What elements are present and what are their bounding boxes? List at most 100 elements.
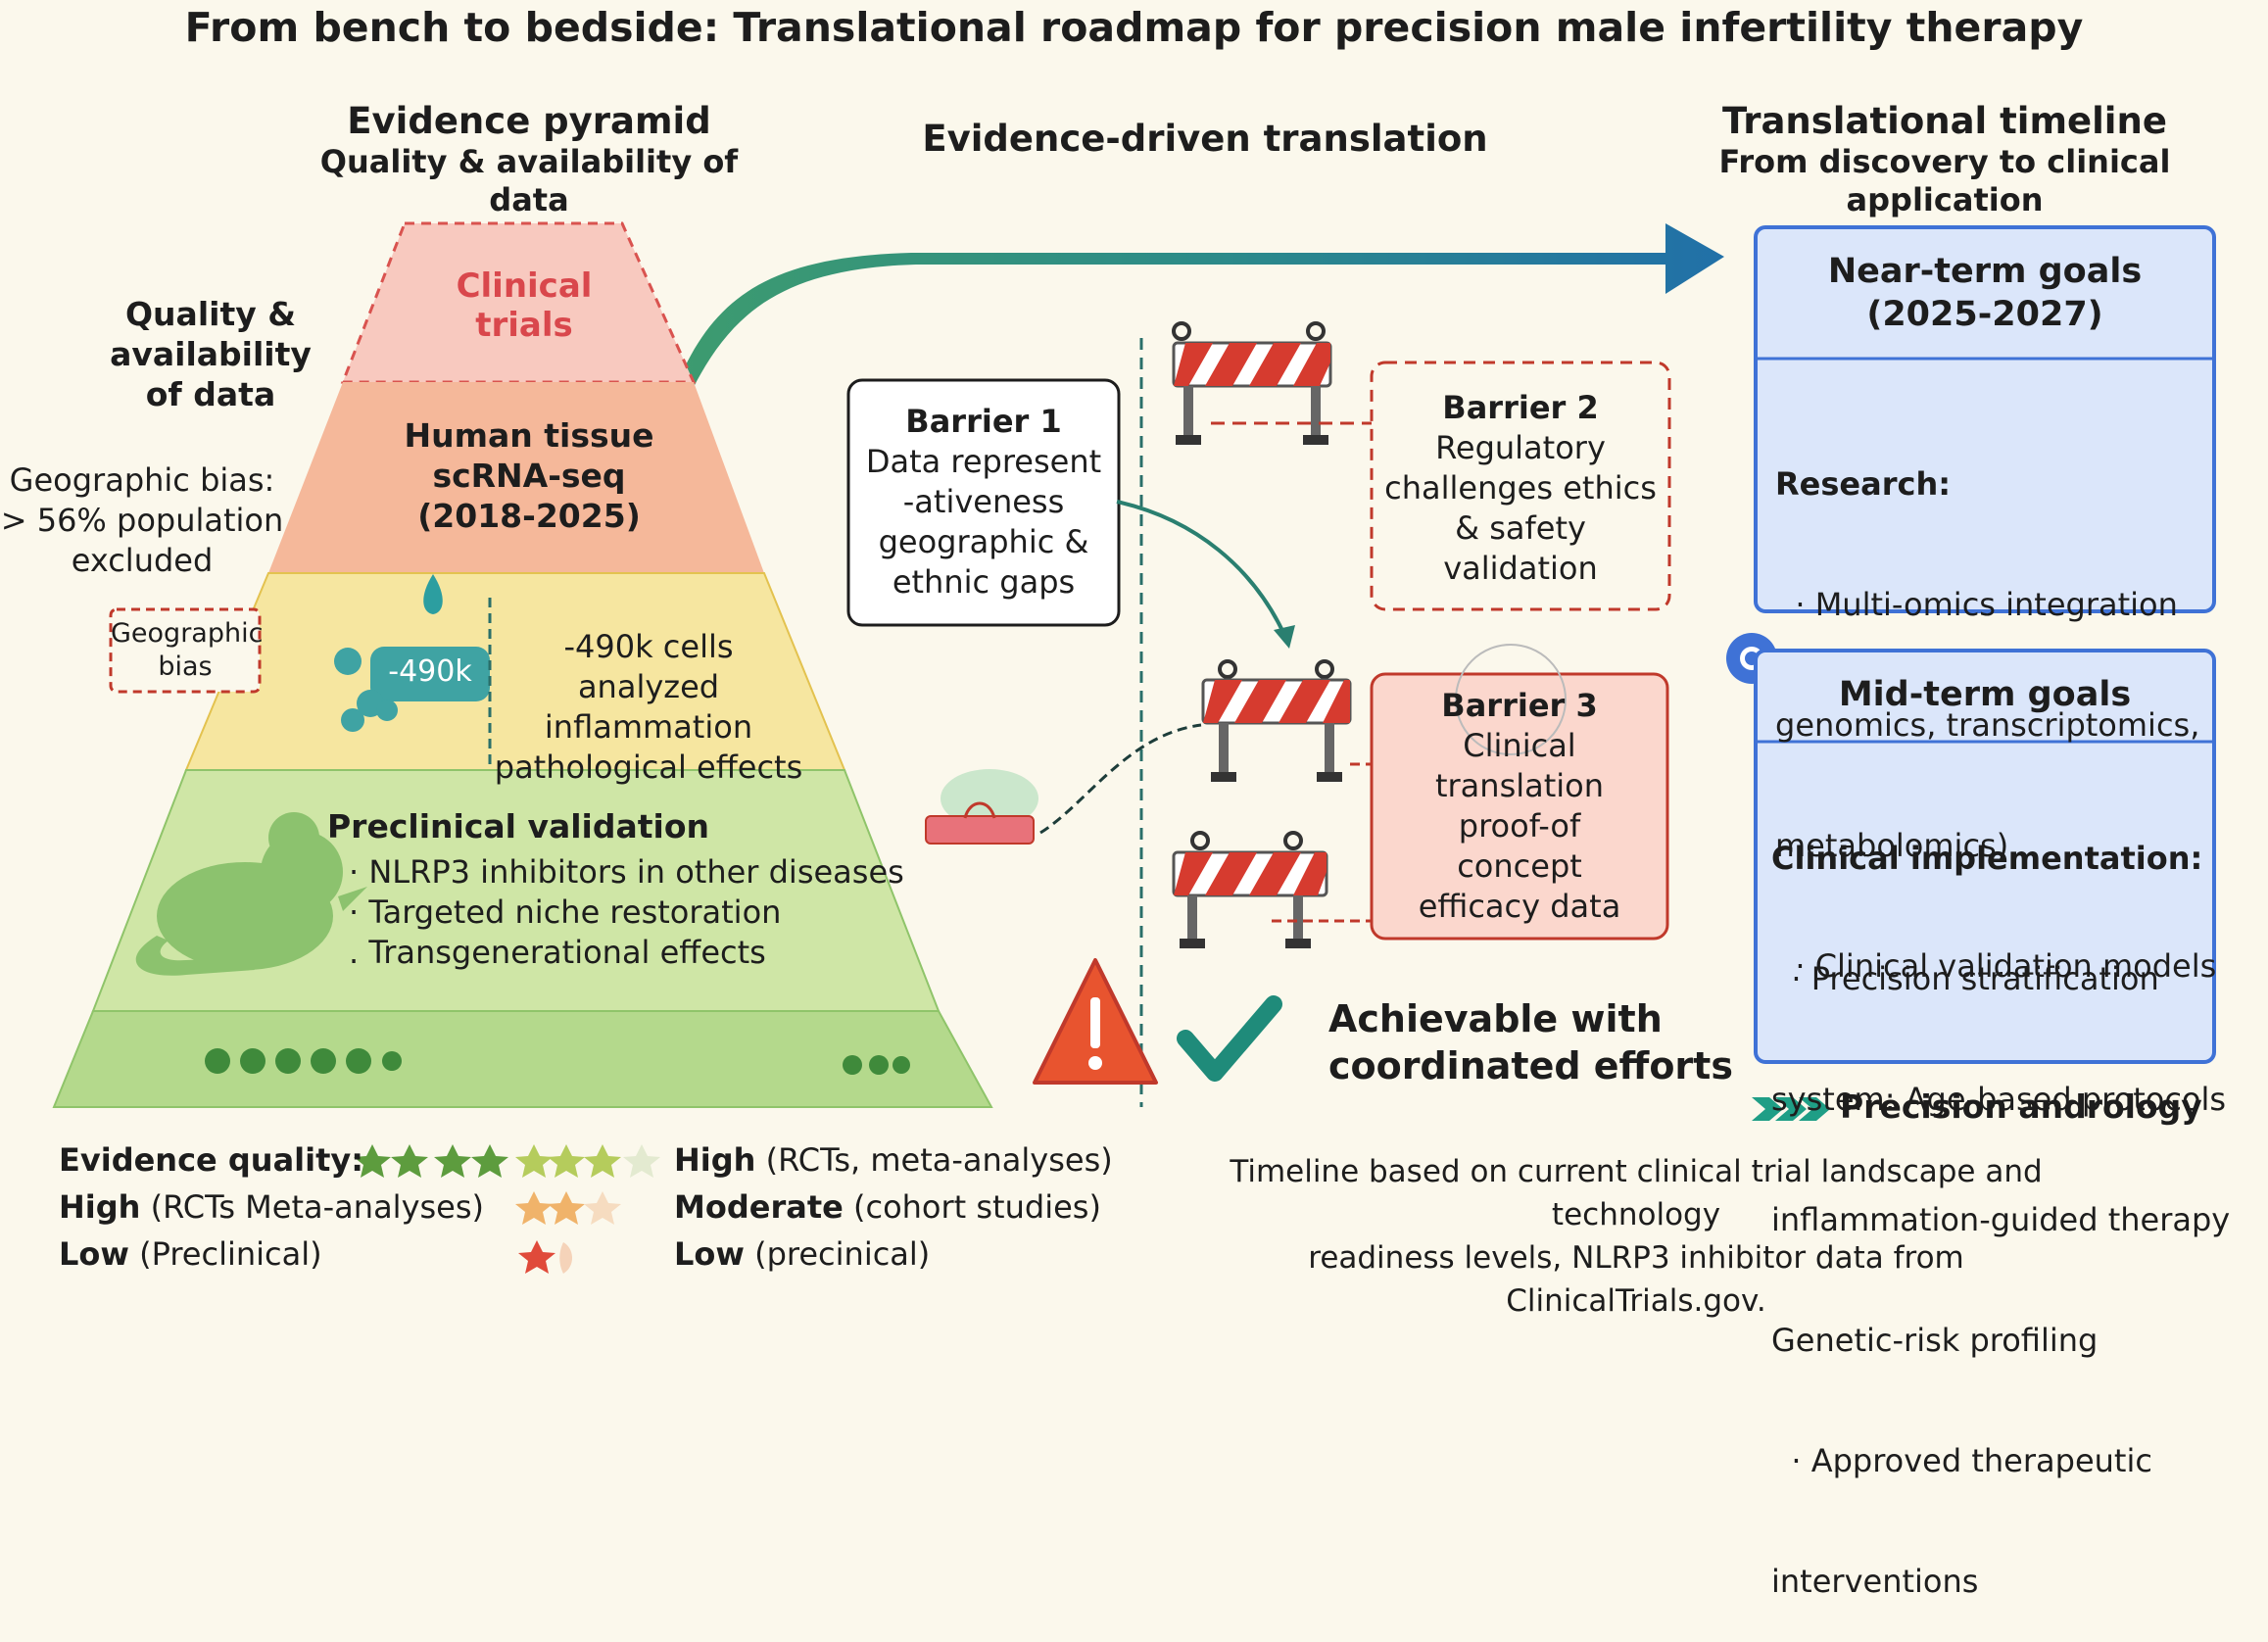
achievable-line: coordinated efforts: [1328, 1044, 1733, 1087]
geographic-bias-note: Geographic bias: > 56% population exclud…: [0, 460, 284, 581]
mid-term-line: system: Age-based protocols: [1771, 1081, 2227, 1118]
mid-term-section-title: Clinical implementation:: [1771, 840, 2203, 877]
barrier-1-line: -ativeness: [902, 483, 1065, 520]
legend-text: (RCTs, meta-analyses): [755, 1141, 1113, 1179]
star-icon-row-lightgreen: [515, 1144, 660, 1178]
preclinical-item: · NLRP3 inhibitors in other diseases: [349, 853, 904, 891]
sprout-row-left: [205, 1048, 402, 1074]
near-term-line: · Clinical validation models: [1775, 947, 2217, 985]
barrier-2-line: validation: [1443, 550, 1598, 587]
mid-term-goals-title: Mid-term goals: [1838, 675, 2132, 714]
legend-bold: Moderate: [674, 1188, 844, 1226]
barrier-1-line: ethnic gaps: [892, 563, 1076, 601]
legend-high-right: High (RCTs, meta-analyses): [674, 1136, 1113, 1183]
mid-term-line: interventions: [1771, 1563, 1979, 1600]
achievable-label: Achievable with coordinated efforts: [1328, 995, 1733, 1089]
cells-badge: -490k: [388, 654, 472, 689]
human-tissue-line: scRNA-seq: [432, 457, 626, 495]
timeline-header-subtitle: From discovery to clinical application: [1718, 143, 2171, 218]
near-term-section-title: Research:: [1775, 465, 1952, 503]
quality-side-label: Quality & availability of data: [98, 294, 323, 414]
clinical-trials-label: Clinical trials: [402, 266, 647, 345]
barrier-3: Barrier 3 Clinical translation proof-of …: [1372, 686, 1667, 927]
timeline-footnote: Timeline based on current clinical trial…: [1176, 1150, 2097, 1323]
geographic-bias-note-line: excluded: [71, 542, 214, 579]
pyramid-layer-base: [52, 1010, 993, 1108]
barricade-icon-1: [1172, 321, 1332, 445]
near-term-line: · Multi-omics integration: [1775, 586, 2178, 623]
barrier-2-line: Regulatory: [1435, 429, 1606, 466]
near-term-goals-box: [1754, 225, 2216, 613]
near-term-goals-title-line: (2025-2027): [1866, 294, 2103, 334]
barrier-3-line: proof-of: [1458, 807, 1581, 845]
star-icon-row-orange: [515, 1191, 621, 1225]
legend-bold: Low: [59, 1235, 129, 1273]
legend-high-left: High (RCTs Meta-analyses): [59, 1183, 484, 1231]
precision-andrology-label: Precision andrology: [1840, 1087, 2202, 1126]
geographic-bias-box-label: Geographic bias: [111, 617, 264, 684]
barricade-icon-3: [1172, 831, 1328, 948]
main-title: From bench to bedside: Translational roa…: [184, 4, 2084, 51]
barrier-3-title: Barrier 3: [1441, 687, 1598, 724]
barrier-3-line: translation: [1434, 767, 1605, 804]
cells-analyzed-line: -490k cells analyzed: [563, 628, 734, 705]
barrier-1-line: Data represent: [865, 443, 1102, 480]
sprout-row-right: [843, 1055, 910, 1075]
cells-analyzed-label: -490k cells analyzed inflammation pathol…: [492, 627, 805, 788]
cells-analyzed-line: inflammation: [544, 708, 753, 746]
chevrons-icon: [1752, 1097, 1830, 1121]
star-icon-row-green: [354, 1144, 508, 1178]
near-term-goals-title-line: Near-term goals: [1827, 252, 2143, 291]
pyramid-header-subtitle: Quality & availability of data: [319, 143, 739, 218]
clinical-trials-line: Clinical: [456, 266, 593, 306]
barrier-1-line: geographic &: [878, 523, 1089, 560]
cell-icon: [334, 647, 490, 732]
legend-text: (precinical): [744, 1235, 931, 1273]
barrier-2-title: Barrier 2: [1442, 389, 1599, 426]
mid-term-line: inflammation-guided therapy: [1771, 1201, 2231, 1238]
mid-term-line: Genetic-risk profiling: [1771, 1322, 2099, 1359]
pyramid-header-title: Evidence pyramid: [347, 100, 711, 142]
footnote-line: Timeline based on current clinical trial…: [1230, 1154, 2043, 1232]
barrier-2-box: [1370, 361, 1671, 611]
footnote-line: readiness levels, NLRP3 inhibitor data f…: [1308, 1240, 1964, 1319]
barrier-2-line: & safety: [1455, 509, 1586, 547]
timeline-header-title: Translational timeline: [1722, 100, 2167, 142]
tag-icon: [925, 769, 1038, 845]
barrier-3-line: Clinical: [1463, 727, 1576, 764]
legend-text: (Preclinical): [128, 1235, 322, 1273]
cells-analyzed-line: pathological effects: [494, 749, 803, 786]
human-tissue-line: (2018-2025): [417, 497, 641, 535]
preclinical-item: · Targeted niche restoration: [349, 893, 782, 931]
pyramid-header: Evidence pyramid Quality & availability …: [284, 100, 774, 218]
quality-side-label-line: availability: [110, 335, 312, 373]
achievable-line: Achievable with: [1328, 997, 1663, 1040]
translation-arrow: [678, 223, 1724, 387]
legend-bold: Low: [674, 1235, 745, 1273]
near-term-goals-body: Research: · Multi-omics integration geno…: [1775, 384, 2217, 1027]
mid-term-line: · Precision stratification: [1771, 960, 2159, 997]
human-tissue-label: Human tissue scRNA-seq (2018-2025): [333, 415, 725, 536]
legend-text: (RCTs Meta-analyses): [140, 1188, 485, 1226]
near-term-line: metabolomics): [1775, 827, 2009, 864]
quality-side-label-line: of data: [145, 375, 276, 413]
barrier-2-line: challenges ethics: [1384, 469, 1657, 507]
pyramid-layer-human: [268, 382, 764, 573]
barrier-1: Barrier 1 Data represent -ativeness geog…: [848, 402, 1119, 603]
barrier-2: Barrier 2 Regulatory challenges ethics &…: [1372, 388, 1669, 589]
legend-bold: High: [674, 1141, 756, 1179]
legend-moderate: Moderate (cohort studies): [674, 1183, 1101, 1231]
geographic-bias-box-line: Geographic: [111, 618, 264, 649]
barrier-3-line: concept: [1457, 847, 1582, 885]
mouse-icon: [135, 812, 367, 976]
checkmark-icon: [1177, 995, 1282, 1082]
geographic-bias-box: [109, 607, 262, 694]
evidence-quality-label: Evidence quality:: [59, 1141, 364, 1179]
star-icon-row-red: [518, 1240, 573, 1274]
mid-term-line: · Approved therapeutic: [1771, 1442, 2152, 1479]
mid-term-goals-box: [1754, 649, 2216, 1064]
geographic-bias-note-line: Geographic bias:: [9, 461, 275, 499]
legend-bold: High: [59, 1188, 141, 1226]
legend-low-left: Low (Preclinical): [59, 1231, 322, 1278]
warning-icon: [1033, 958, 1158, 1085]
